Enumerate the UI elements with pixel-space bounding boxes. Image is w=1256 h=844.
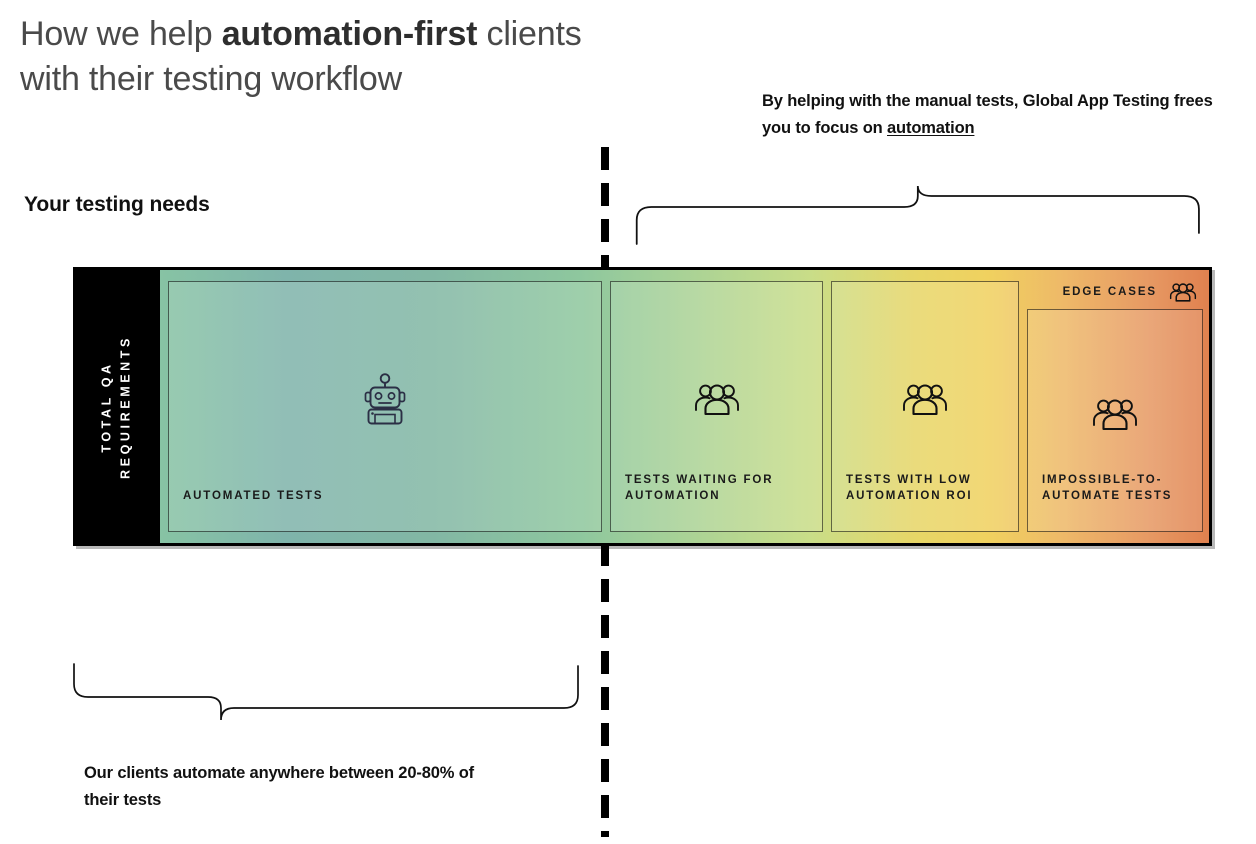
panel-automated-tests[interactable]: AUTOMATED TESTS — [168, 281, 602, 532]
panel-tests-waiting-for-automation-label: TESTS WAITING FOR AUTOMATION — [625, 473, 774, 503]
people-group-icon — [694, 382, 740, 416]
brace-bottom-icon — [73, 663, 579, 721]
total-qa-requirements-column: TOTAL QA REQUIREMENTS — [73, 267, 160, 546]
annotation-top-right-link[interactable]: automation — [887, 118, 975, 137]
brace-bottom — [58, 662, 598, 728]
panel-tests-with-low-automation-roi-label: TESTS WITH LOW AUTOMATION ROI — [846, 473, 973, 503]
robot-icon — [363, 373, 407, 425]
edge-cases-label: EDGE CASES — [1062, 286, 1157, 298]
page-title-line1-pre: How we help — [20, 15, 222, 53]
annotation-bottom-left: Our clients automate anywhere between 20… — [84, 764, 474, 810]
test-categories-track: AUTOMATED TESTS TESTS WAITING FOR AUTOMA… — [160, 267, 1212, 546]
total-qa-requirements-line1: TOTAL QA — [99, 360, 114, 453]
annotation-top-right-text: By helping with the manual tests, Global… — [762, 92, 1213, 137]
panel-tests-waiting-for-automation[interactable]: TESTS WAITING FOR AUTOMATION — [610, 281, 823, 532]
brace-top-icon — [635, 185, 1200, 245]
brace-top — [620, 184, 1220, 246]
section-caption: Your testing needs — [24, 193, 210, 216]
annotation-top-right: By helping with the manual tests, Global… — [762, 88, 1232, 141]
people-group-icon — [1169, 282, 1197, 302]
total-qa-requirements-line2: REQUIREMENTS — [118, 334, 133, 479]
page-title-emphasis: automation-first — [221, 15, 478, 53]
panel-impossible-to-automate-tests[interactable]: IMPOSSIBLE-TO-AUTOMATE TESTS — [1027, 309, 1203, 532]
panel-impossible-to-automate-tests-label: IMPOSSIBLE-TO-AUTOMATE TESTS — [1042, 473, 1173, 503]
page-title-line2: with their testing workflow — [20, 60, 402, 99]
people-group-icon — [1092, 397, 1138, 431]
page-title-line1-post: clients — [477, 15, 582, 53]
total-qa-requirements-label: TOTAL QA REQUIREMENTS — [97, 335, 136, 479]
qa-requirements-bar: TOTAL QA REQUIREMENTS — [73, 267, 1212, 546]
panel-tests-with-low-automation-roi[interactable]: TESTS WITH LOW AUTOMATION ROI — [831, 281, 1019, 532]
page-title: How we help automation-first clients wit… — [20, 12, 720, 102]
people-group-icon — [902, 382, 948, 416]
edge-cases-header: EDGE CASES — [1063, 282, 1197, 302]
panel-automated-tests-label: AUTOMATED TESTS — [183, 490, 324, 503]
